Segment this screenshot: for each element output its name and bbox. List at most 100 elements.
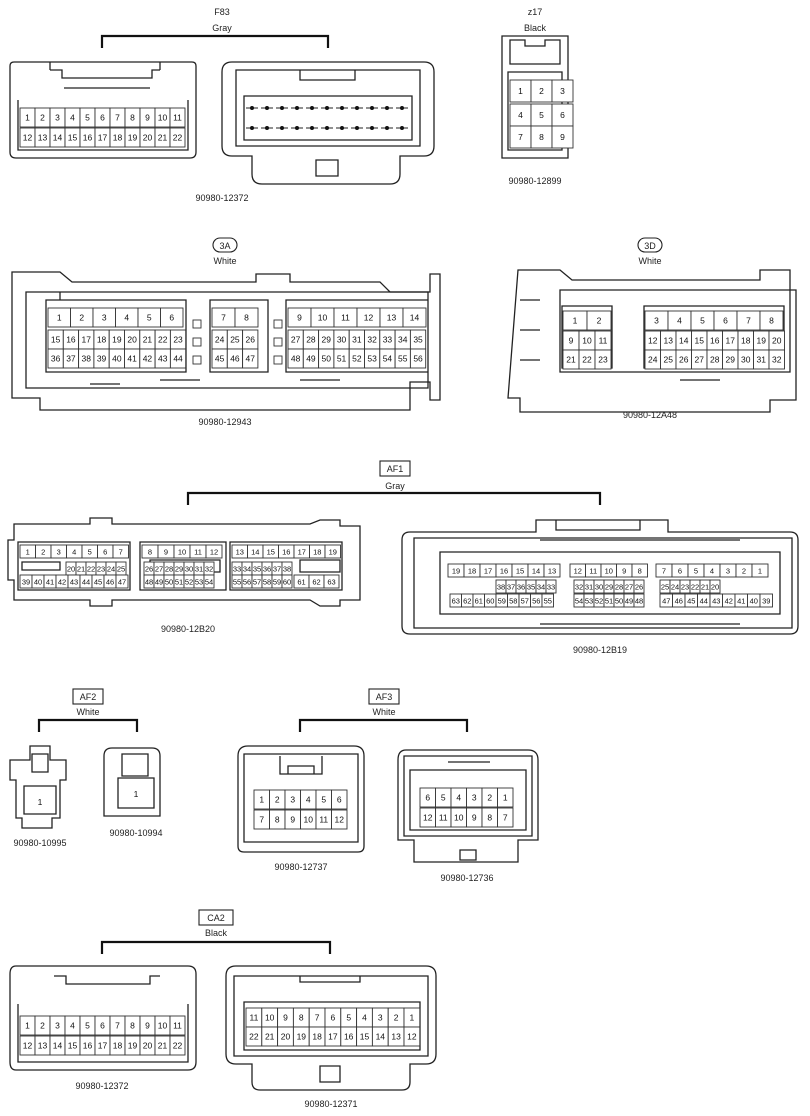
pin-label: 13: [664, 336, 674, 346]
code-badge: [72, 688, 104, 705]
pin-dot: [340, 126, 344, 130]
pin-cell: [331, 789, 348, 810]
part-number: 90980-12B20: [161, 624, 215, 634]
pin-cell: [543, 563, 561, 578]
pin-label: 4: [70, 113, 75, 123]
pin-label: 8: [638, 567, 642, 576]
pin-label: 44: [700, 597, 708, 606]
pin-label: 59: [273, 578, 281, 587]
pin-label: 20: [772, 336, 782, 346]
pin-label: 22: [87, 565, 95, 574]
group-code: AF3: [376, 692, 393, 702]
pin-label: 50: [165, 578, 173, 587]
pin-label: 7: [503, 813, 508, 823]
pin-label: 18: [741, 336, 751, 346]
pin-label: 22: [691, 583, 699, 592]
pin-label: 43: [158, 354, 168, 364]
pin-label: 29: [175, 565, 183, 574]
pin-dot: [250, 106, 254, 110]
pin-cell: [115, 574, 129, 589]
pin-label: 5: [88, 548, 92, 557]
pin-label: 41: [127, 354, 137, 364]
group-code: AF1: [387, 464, 404, 474]
pin-label: 17: [484, 567, 492, 576]
pin-label: 12: [335, 815, 345, 825]
pin-label: 16: [282, 548, 290, 557]
pin-cell: [751, 563, 769, 578]
pin-label: 7: [119, 548, 123, 557]
pin-label: 10: [304, 815, 314, 825]
pin-label: 23: [97, 565, 105, 574]
pin-cell: [497, 787, 514, 808]
pin-label: 32: [367, 335, 377, 345]
pin-label: 42: [725, 597, 733, 606]
group-bracket: [100, 940, 332, 954]
group-bracket: [100, 34, 330, 48]
pin-label: 1: [503, 793, 508, 803]
group-af2: AF2 White 1 90980-10995 1 90980-10994: [9, 688, 163, 848]
pin-dot: [325, 126, 329, 130]
pin-label: 59: [498, 597, 506, 606]
pin-label: 4: [518, 110, 523, 120]
pin-label: 19: [128, 133, 138, 143]
pin-dot: [370, 126, 374, 130]
pin-label: 2: [539, 86, 544, 96]
pin-label: 1: [26, 548, 30, 557]
pin-label: 26: [679, 355, 689, 365]
pin-label: 17: [328, 1032, 338, 1042]
pin-dot: [310, 126, 314, 130]
pin-label: 18: [97, 335, 107, 345]
pin-label: 2: [597, 316, 602, 326]
pin-cell: [497, 807, 514, 828]
pin-label: 2: [41, 548, 45, 557]
pin-cell: [203, 574, 215, 589]
pin-label: 20: [67, 565, 75, 574]
pin-label: 42: [143, 354, 153, 364]
pin-label: 32: [772, 355, 782, 365]
pin-label: 7: [115, 1021, 120, 1031]
pin-cell: [323, 574, 340, 589]
pin-label: 31: [352, 335, 362, 345]
pin-label: 40: [750, 597, 758, 606]
pin-label: 29: [322, 335, 332, 345]
pin-label: 9: [290, 815, 295, 825]
pin-label: 23: [598, 355, 608, 365]
pin-label: 22: [249, 1032, 259, 1042]
pin-label: 30: [337, 335, 347, 345]
pin-label: 6: [331, 1013, 336, 1023]
pin-label: 13: [387, 313, 397, 323]
pin-cell: [403, 1026, 421, 1047]
part-number: 90980-12736: [440, 873, 493, 883]
pin-label: 19: [329, 548, 337, 557]
pin-label: 58: [263, 578, 271, 587]
pin-label: 33: [233, 565, 241, 574]
pin-label: 4: [362, 1013, 367, 1023]
pin-label: 5: [321, 795, 326, 805]
group-color: White: [638, 256, 661, 266]
pin-cell: [631, 563, 648, 578]
pin-cell: [409, 348, 427, 369]
group-color: White: [76, 707, 99, 717]
pin-label: 39: [762, 597, 770, 606]
code-badge: [637, 237, 663, 253]
pin-label: 11: [589, 567, 597, 576]
pin-label: 22: [582, 355, 592, 365]
pin-cell: [594, 349, 612, 370]
pin-label: 2: [40, 1021, 45, 1031]
pin-dot: [400, 126, 404, 130]
pin-label: 14: [410, 313, 420, 323]
pin-label: 15: [695, 336, 705, 346]
pin-label: 1: [25, 1021, 30, 1031]
pin-dot: [340, 106, 344, 110]
pin-label: 10: [178, 548, 186, 557]
pin-label: 54: [205, 578, 213, 587]
pin-label: 24: [648, 355, 658, 365]
pin-label: 52: [185, 578, 193, 587]
